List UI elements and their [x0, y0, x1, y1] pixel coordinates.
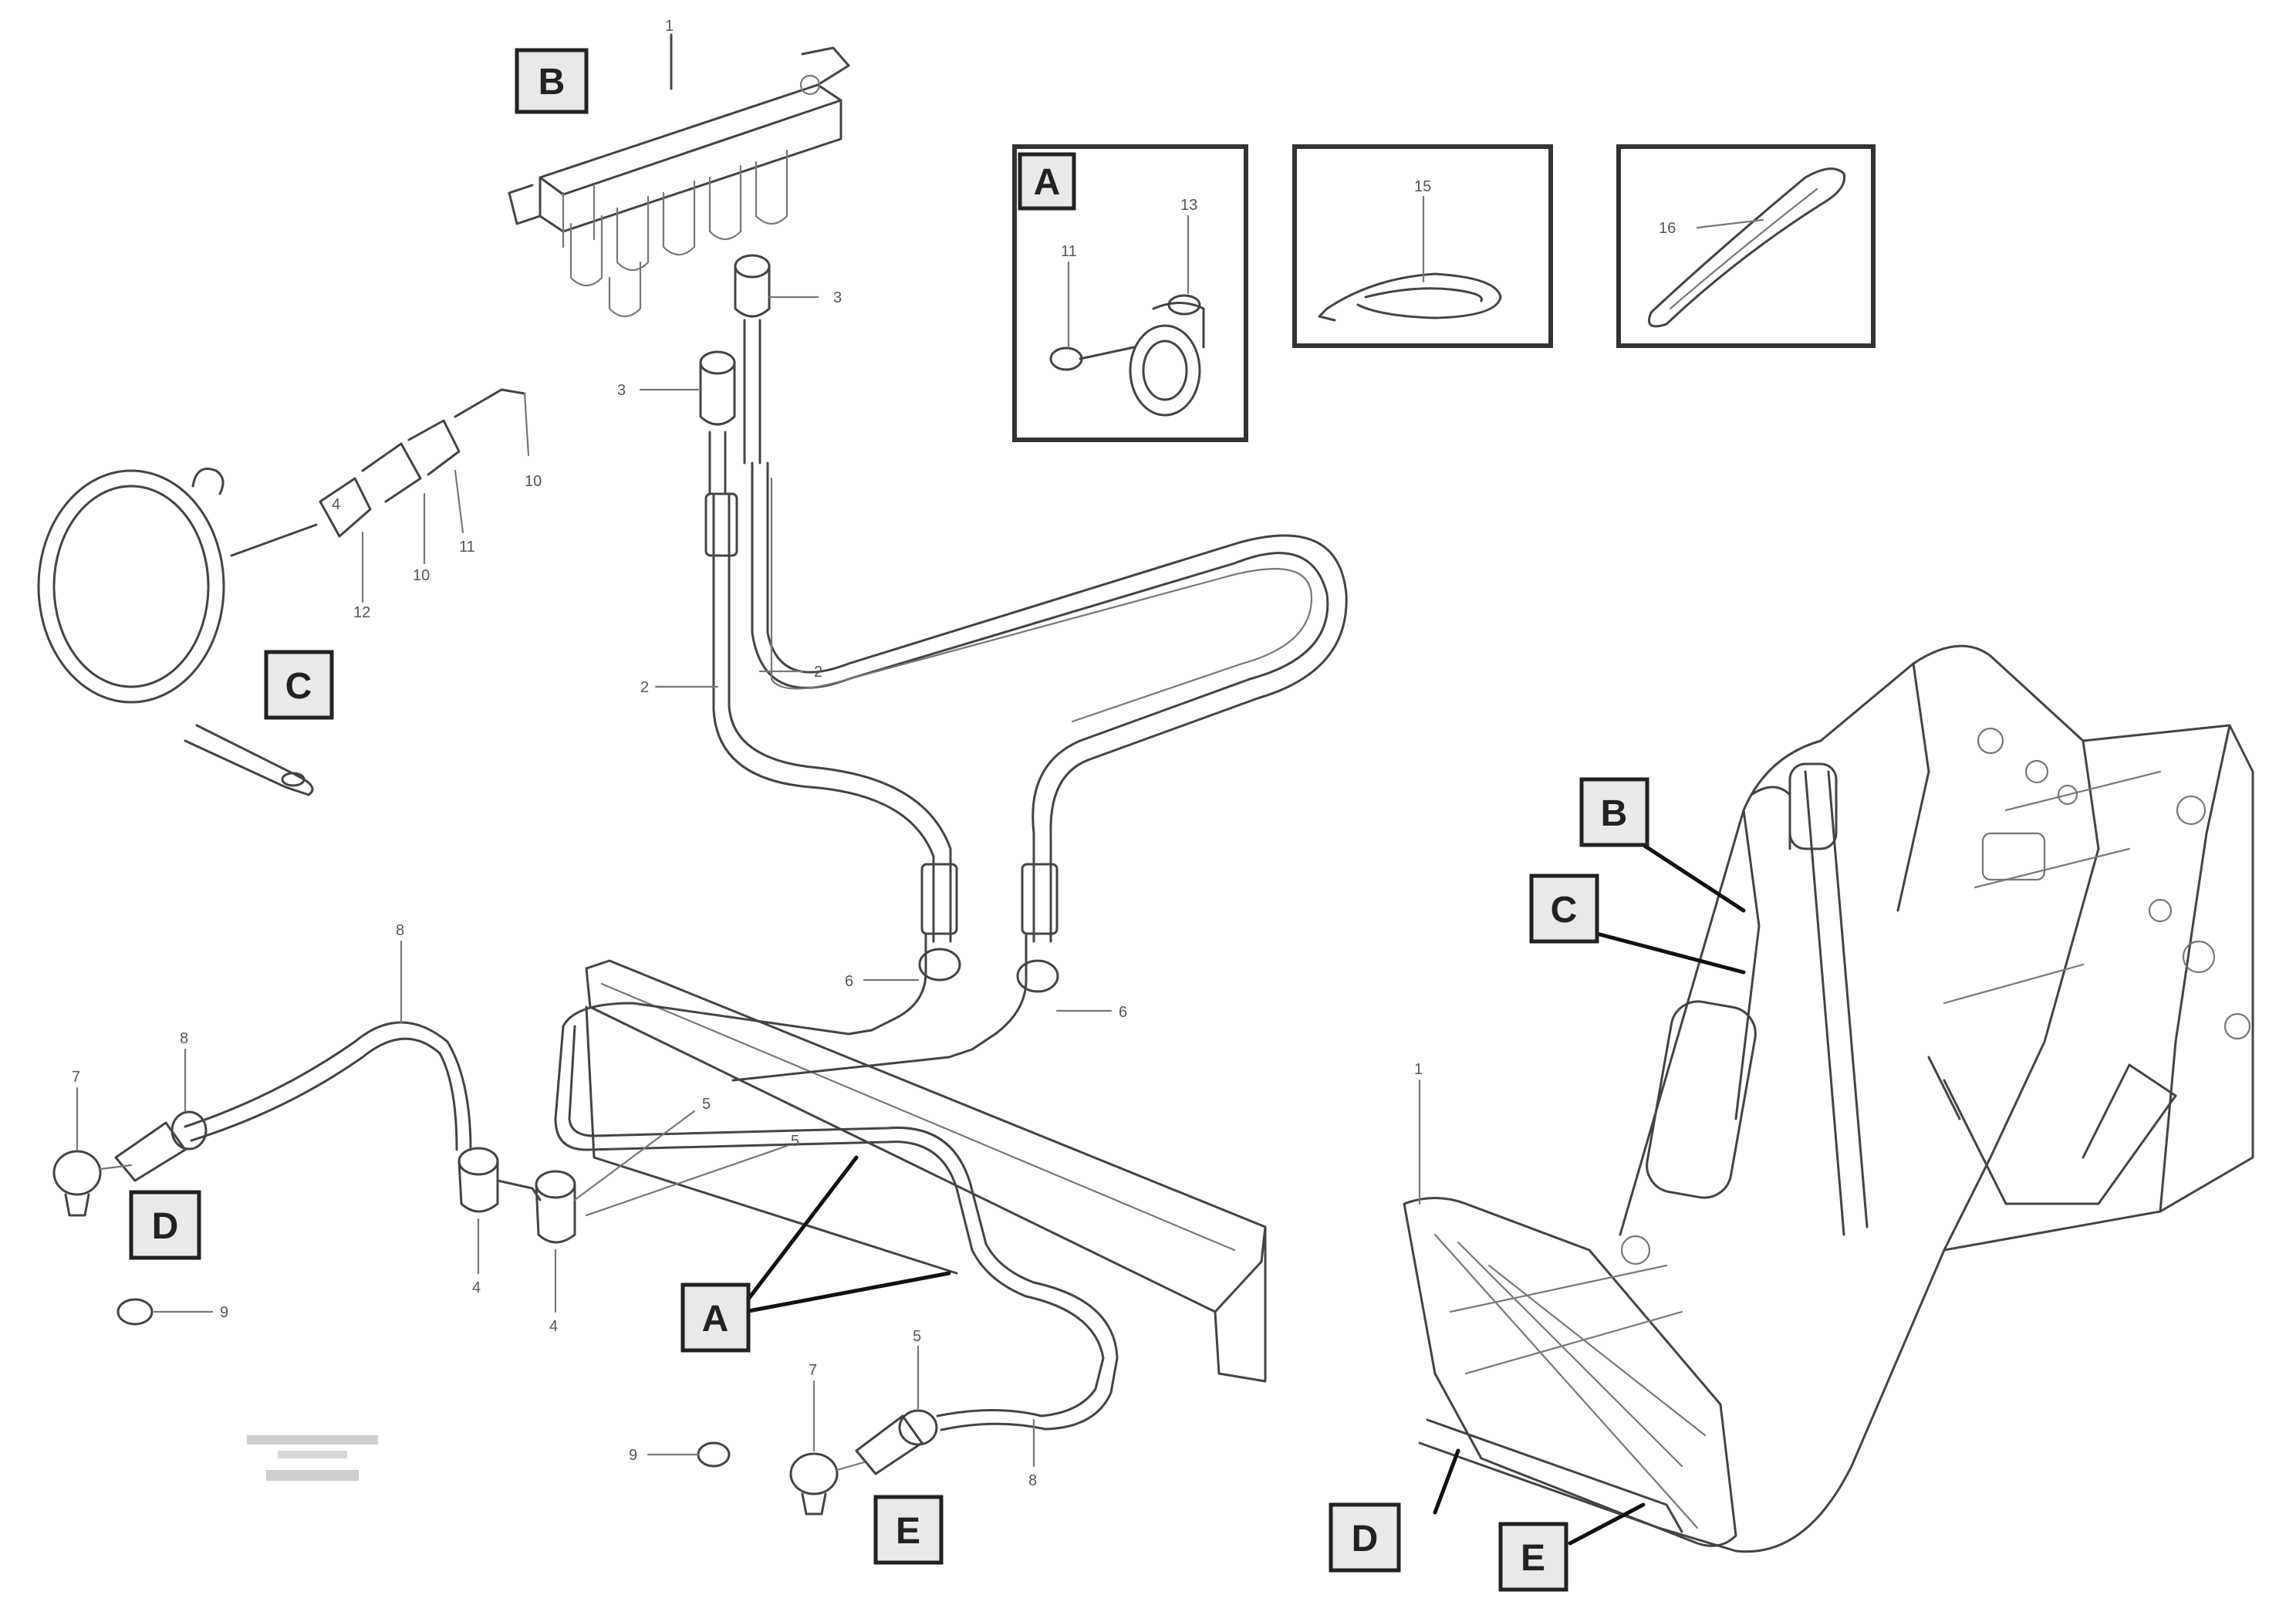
boom-beam	[554, 959, 1267, 1431]
svg-text:B: B	[539, 62, 566, 103]
part-number: 7	[809, 1362, 817, 1379]
hose-fittings	[639, 254, 819, 495]
loader-machine	[1403, 644, 2254, 1553]
callout-d-machine: D	[1329, 1502, 1401, 1573]
callout-b-top: B	[515, 48, 589, 114]
top-manifold	[508, 33, 850, 318]
part-number: 4	[549, 1318, 558, 1335]
part-number: 3	[833, 289, 842, 306]
part-number: 15	[1414, 178, 1431, 195]
callout-leaders	[742, 843, 1746, 1546]
detail-box-3	[1616, 144, 1876, 348]
part-number: 9	[629, 1447, 637, 1464]
part-number: 6	[845, 973, 853, 990]
hose-e-assembly	[647, 1345, 1047, 1516]
part-number: 11	[459, 539, 475, 556]
svg-text:A: A	[702, 1299, 729, 1340]
svg-text:E: E	[1521, 1538, 1545, 1579]
svg-text:A: A	[1034, 162, 1061, 203]
part-number: 16	[1659, 220, 1676, 237]
part-number: 1	[1414, 1061, 1423, 1078]
svg-text:C: C	[1551, 890, 1578, 931]
callout-e-bottom: E	[873, 1495, 944, 1565]
detail-box-2	[1292, 144, 1553, 348]
callout-a-detail: A	[1018, 152, 1076, 211]
part-number: 2	[814, 664, 822, 681]
part-number: 4	[472, 1279, 481, 1296]
part-number: 10	[525, 473, 542, 490]
part-number: 9	[220, 1304, 228, 1321]
callout-b-machine: B	[1579, 777, 1649, 847]
part-number: 6	[1119, 1004, 1127, 1021]
part-number: 10	[413, 567, 430, 584]
part-number: 1	[665, 18, 674, 35]
part-number: 5	[791, 1133, 799, 1150]
part-number: 8	[396, 922, 404, 939]
svg-text:B: B	[1601, 793, 1628, 834]
callout-e-machine: E	[1498, 1522, 1568, 1592]
part-number: 4	[332, 496, 340, 513]
callout-c-machine: C	[1529, 874, 1599, 944]
part-number: 11	[1061, 243, 1077, 260]
callout-c-ring: C	[264, 650, 334, 720]
part-number: 2	[640, 679, 649, 696]
hose-d-assembly	[52, 940, 472, 1326]
beam-fittings	[458, 1110, 788, 1313]
svg-text:E: E	[896, 1511, 920, 1552]
svg-text:D: D	[152, 1206, 179, 1247]
part-number-labels: 1 3 3 2 2 4 12 10 11 10 6 6 8 8 7 9 5 5 …	[72, 18, 1676, 1489]
svg-text:D: D	[1352, 1519, 1379, 1559]
callout-a-main: A	[680, 1282, 751, 1353]
part-number: 8	[1028, 1472, 1037, 1489]
part-number: 13	[1180, 197, 1197, 214]
svg-text:C: C	[285, 666, 312, 707]
part-number: 8	[180, 1030, 188, 1047]
part-number: 12	[353, 604, 370, 621]
part-number: 5	[702, 1096, 711, 1113]
part-number: 5	[913, 1328, 921, 1345]
long-hoses	[654, 461, 1348, 943]
part-number: 3	[617, 382, 626, 399]
drawing-reference	[247, 1435, 378, 1481]
part-number: 7	[72, 1069, 80, 1086]
ring-bracket	[37, 388, 530, 796]
callout-d-left: D	[129, 1190, 201, 1260]
elbows-6	[863, 932, 1113, 1051]
detail-box-a	[1012, 144, 1248, 442]
